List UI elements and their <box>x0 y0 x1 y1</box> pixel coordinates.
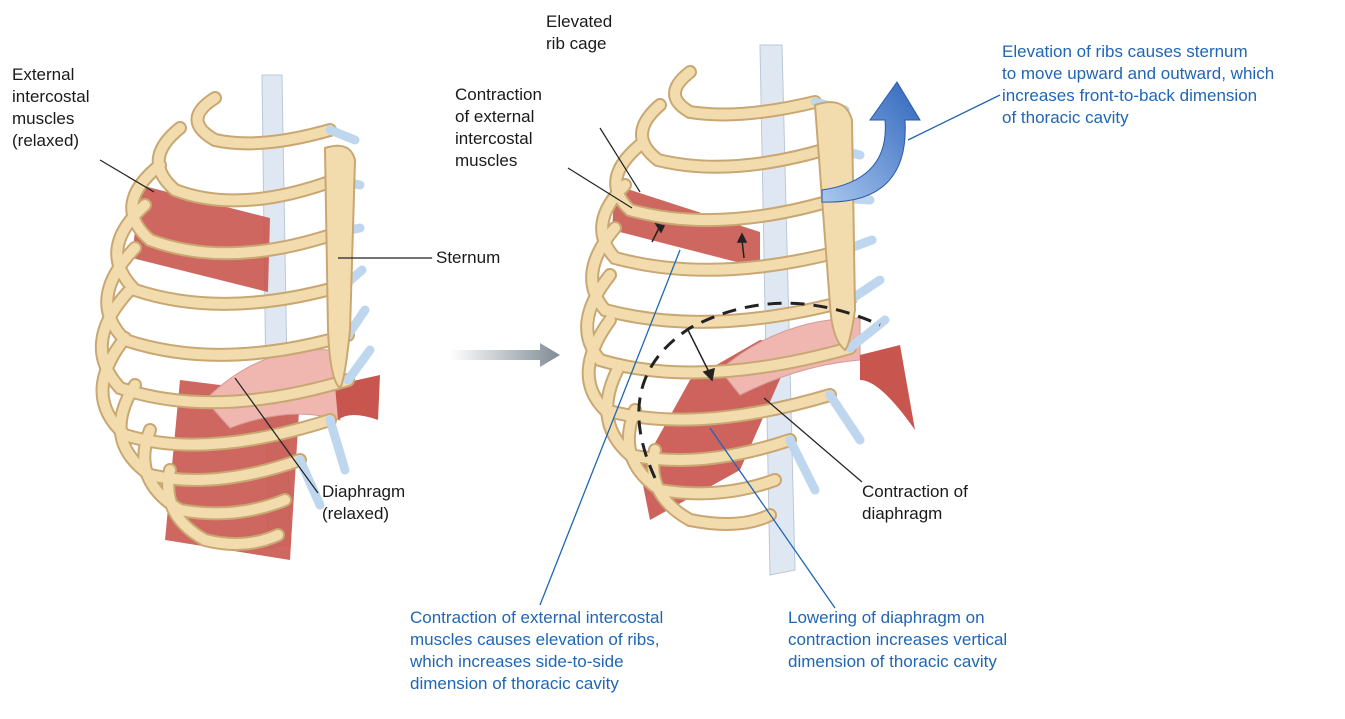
diaphragm-muscle-front <box>860 345 915 430</box>
note-side-to-side: Contraction of external intercostal musc… <box>410 607 663 695</box>
note-vertical: Lowering of diaphragm on contraction inc… <box>788 607 1007 673</box>
label-elevated-rib-cage: Elevated rib cage <box>546 11 612 55</box>
note-sternum-movement: Elevation of ribs causes sternum to move… <box>1002 41 1274 129</box>
sternum-bone <box>325 146 355 388</box>
label-external-intercostal-relaxed: External intercostal muscles (relaxed) <box>12 64 89 152</box>
label-contraction-diaphragm: Contraction of diaphragm <box>862 481 968 525</box>
label-sternum: Sternum <box>436 247 500 269</box>
label-contraction-external-intercostal: Contraction of external intercostal musc… <box>455 84 542 172</box>
transition-arrow <box>450 343 560 367</box>
label-diaphragm-relaxed: Diaphragm (relaxed) <box>322 481 405 525</box>
